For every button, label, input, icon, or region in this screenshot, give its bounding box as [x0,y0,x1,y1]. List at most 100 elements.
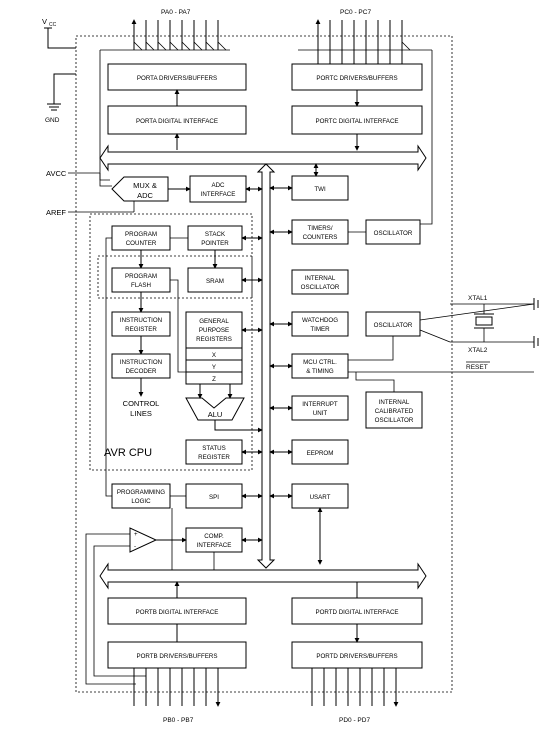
svg-text:PD0 - PD7: PD0 - PD7 [339,717,370,724]
instruction-register-label: INSTRUCTION [120,317,162,324]
internal-oscillator-block [291,269,349,295]
eeprom-label: EEPROM [307,450,334,457]
svg-text:-: - [134,543,136,550]
svg-text:REGISTER: REGISTER [198,454,230,461]
sram-block [187,267,243,293]
svg-text:PURPOSE: PURPOSE [199,327,229,334]
oscillator-label: OSCILLATOR [374,230,413,237]
top-data-bus [99,144,427,172]
program-counter-label: PROGRAM [125,231,157,238]
general-purpose-registers-block [185,311,243,349]
svg-text:CALIBRATED: CALIBRATED [375,408,414,415]
mcu-control-label: MCU CTRL. [303,359,337,366]
portd-pins: PD0 - PD7 [311,668,396,724]
portb-pins: PB0 - PB7 [133,668,218,724]
avr-cpu-boundary [89,213,253,471]
portc-interface-label: PORTC DIGITAL INTERFACE [315,118,398,125]
svg-text:POINTER: POINTER [201,240,229,247]
svg-text:LINES: LINES [130,409,152,418]
programming-logic-label: PROGRAMMING [117,489,165,496]
gnd-pin: GND [45,73,76,124]
svg-text:OSCILLATOR: OSCILLATOR [375,417,414,424]
portc-drivers-label: PORTC DRIVERS/BUFFERS [316,75,397,82]
svg-text:+: + [134,531,138,538]
usart-label: USART [310,494,331,501]
oscillator-block [365,219,421,245]
xtal1-pin: XTAL1 [419,295,539,321]
twi-label: TWI [314,186,326,193]
svg-text:& TIMING: & TIMING [306,368,334,375]
svg-text:TIMER: TIMER [310,326,330,333]
svg-text:GND: GND [45,117,60,124]
porta-drivers-label: PORTA DRIVERS/BUFFERS [137,75,217,82]
portb-interface-label: PORTB DIGITAL INTERFACE [136,609,219,616]
z-register [185,371,243,385]
program-flash-block [111,267,171,293]
svg-text:OSCILLATOR: OSCILLATOR [301,284,340,291]
watchdog-timer-label: WATCHDOG [302,317,338,324]
interrupt-unit-block [291,395,349,421]
status-register-label: STATUS [202,445,226,452]
portc-pins: PC0 - PC7 [298,9,433,225]
svg-text:Y: Y [212,364,216,371]
interrupt-unit-label: INTERRUPT [302,401,338,408]
svg-text:AVCC: AVCC [46,169,67,178]
analog-comparator-icon [129,527,158,553]
svg-text:Z: Z [212,376,216,383]
svg-text:XTAL1: XTAL1 [468,295,488,302]
portd-drivers-label: PORTD DRIVERS/BUFFERS [316,653,397,660]
program-memory-boundary [97,255,253,299]
portb-drivers-label: PORTB DRIVERS/BUFFERS [136,653,217,660]
control-lines-label: CONTROL [123,399,160,408]
reset-pin: RESET [348,361,534,373]
internal-oscillator-label: INTERNAL [305,275,336,282]
svg-text:RESET: RESET [466,364,488,371]
vcc-pin: V CC [42,17,76,49]
svg-text:PA0 - PA7: PA0 - PA7 [161,9,191,16]
crystal-oscillator-label: OSCILLATOR [374,322,413,329]
svg-text:LOGIC: LOGIC [131,498,151,505]
svg-text:DECODER: DECODER [126,368,157,375]
aref-pin: AREF [46,201,135,217]
svg-text:INTERFACE: INTERFACE [197,542,232,549]
svg-text:PB0 - PB7: PB0 - PB7 [163,717,194,724]
svg-text:XTAL2: XTAL2 [468,347,488,354]
svg-text:REGISTER: REGISTER [125,326,157,333]
crystal-oscillator-block [365,311,421,337]
alu-block [185,397,245,421]
svg-text:COUNTERS: COUNTERS [303,234,338,241]
sram-label: SRAM [206,278,224,285]
bottom-data-bus [99,562,427,590]
chip-boundary [75,35,453,693]
adc-interface-block [189,175,247,203]
crystal-icon [474,304,494,342]
program-flash-label: PROGRAM [125,273,157,280]
instruction-decoder-block [111,353,171,379]
svg-text:COUNTER: COUNTER [126,240,157,247]
adc-interface-label: ADC [211,182,225,189]
mux-adc-label: MUX & [133,181,157,190]
twi-block [291,175,349,201]
svg-text:PC0 - PC7: PC0 - PC7 [340,9,371,16]
svg-text:ADC: ADC [137,191,153,200]
avr-cpu-label: AVR CPU [104,447,152,459]
gpr-label: GENERAL [199,318,229,325]
instruction-decoder-label: INSTRUCTION [120,359,162,366]
mcu-control-block [291,353,349,379]
svg-text:CC: CC [49,22,57,28]
svg-text:AREF: AREF [46,208,66,217]
svg-text:INTERFACE: INTERFACE [201,191,236,198]
avcc-pin: AVCC [46,169,112,187]
calibrated-oscillator-block [365,391,423,429]
svg-text:REGISTERS: REGISTERS [196,336,232,343]
timers-counters-label: TIMERS/ [307,225,332,232]
svg-text:UNIT: UNIT [313,410,328,417]
watchdog-timer-block [291,311,349,337]
spi-label: SPI [209,494,219,501]
svg-text:V: V [42,17,47,26]
xtal2-pin: XTAL2 [419,329,539,354]
svg-text:FLASH: FLASH [131,282,151,289]
stack-pointer-block [187,225,243,251]
porta-pins: PA0 - PA7 [99,9,230,181]
